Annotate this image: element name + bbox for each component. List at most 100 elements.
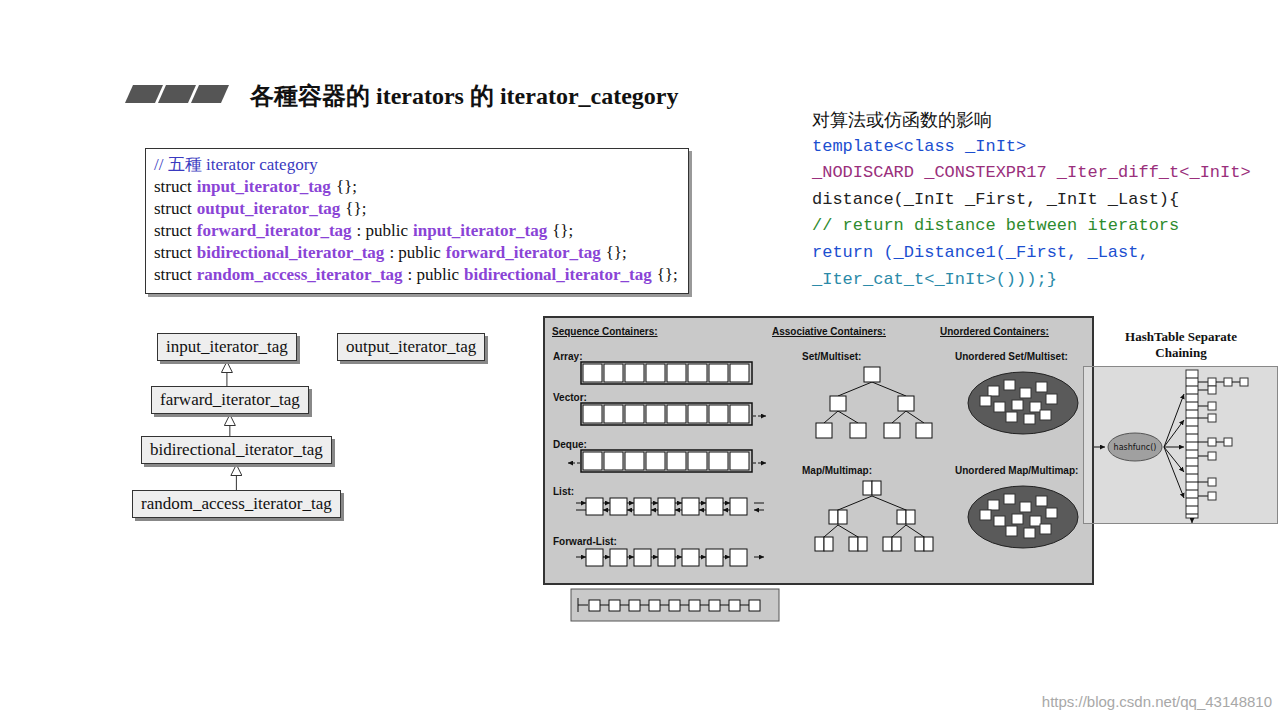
tag-name: farward_iterator_tag [160,390,300,410]
bucket-line [1186,442,1198,443]
cell [583,405,602,423]
tree-node [883,537,892,551]
chain-link [1198,390,1208,391]
chain-node [1224,378,1232,386]
chain-link [1198,382,1208,383]
container-name: Set/Multiset: [802,351,861,363]
flist-link [576,557,586,558]
code-token: {}; [552,220,573,242]
tree-node [829,510,838,524]
cell [667,364,686,382]
tree-node [884,423,900,438]
title-bar [125,85,163,103]
tree-branch [824,525,838,537]
cell [625,452,644,470]
code-token: {}; [606,242,627,264]
list-node [682,498,699,515]
element [988,500,999,510]
tree-branch [838,382,872,396]
hash-arrow [1164,447,1184,498]
title-bar [191,85,229,103]
bucket-column [1186,370,1198,518]
chain-link [1216,442,1224,443]
flist-link [754,557,764,558]
tree-branch [838,496,872,510]
tag-box: farward_iterator_tag [151,386,309,414]
container-name: Unordered Set/Multiset: [955,351,1068,363]
flist-node [610,549,627,566]
tree-node [838,510,847,524]
code-line: // 五種 iterator category [154,154,678,176]
list-link [651,510,658,511]
bucket-line [1186,482,1198,483]
chain-link [1216,382,1224,383]
strip-node [649,600,660,611]
code-token: // 五種 iterator category [154,154,318,176]
tree-node [892,537,901,551]
tag-box: random_access_iterator_tag [132,490,341,518]
strip-link [620,605,629,606]
list-link [627,510,634,511]
list-strip [571,589,779,621]
chain-link [1198,418,1208,419]
chain-node [1208,386,1216,394]
flist-link [723,557,730,558]
hash-arrow [1164,420,1184,447]
section-heading: Sequence Containers: [552,326,658,338]
strip-node [729,600,740,611]
flist-link [651,557,658,558]
code-note: template<class _InIt> [812,136,1026,158]
tree-branch [892,411,906,423]
list-link [699,510,706,511]
container-name: Forward-List: [553,536,617,548]
tree-branch [892,525,906,537]
tree-branch [838,411,858,423]
code-line: structrandom_access_iterator_tag: public… [154,264,678,286]
bucket-line [1186,506,1198,507]
watermark: https://blog.csdn.net/qq_43148810 [1042,693,1272,710]
list-node [634,498,651,515]
code-note: _Iter_cat_t<_InIt>()));} [812,269,1057,291]
list-node [586,498,603,515]
bucket-line [1186,466,1198,467]
code-token: {}; [657,264,678,286]
bucket-line [1186,426,1198,427]
grow-arrow [568,463,580,464]
element [1020,388,1031,398]
bucket-line [1186,418,1198,419]
strip-link [680,605,689,606]
list-node [658,498,675,515]
cell [709,452,728,470]
tree-node [924,537,933,551]
element [1040,524,1051,534]
tree-node [906,510,915,524]
element [1024,414,1035,424]
container-name: Deque: [553,439,587,451]
chain-node [1208,438,1216,446]
bucket-line [1186,378,1198,379]
flist-node [730,549,747,566]
code-token: bidirectional_iterator_tag [197,242,385,264]
code-token: random_access_iterator_tag [197,264,403,286]
code-token: input_iterator_tag [197,176,331,198]
code-line: structoutput_iterator_tag{}; [154,198,678,220]
list-link [576,510,586,511]
code-note: // return distance between iterators [812,215,1179,237]
element [1012,400,1023,410]
element [1036,496,1047,506]
tree-node [824,537,833,551]
element [1004,494,1015,504]
chain-node [1208,452,1216,460]
bucket-line [1186,386,1198,387]
list-link [723,510,730,511]
strip-node [589,600,600,611]
tree-node [830,396,846,411]
list-link [576,503,586,504]
cell-row-outline [581,450,752,472]
flist-link [603,557,610,558]
code-token: forward_iterator_tag [197,220,352,242]
strip-node [709,600,720,611]
chain-link [1232,382,1240,383]
list-link [627,503,634,504]
tree-node [863,481,872,495]
